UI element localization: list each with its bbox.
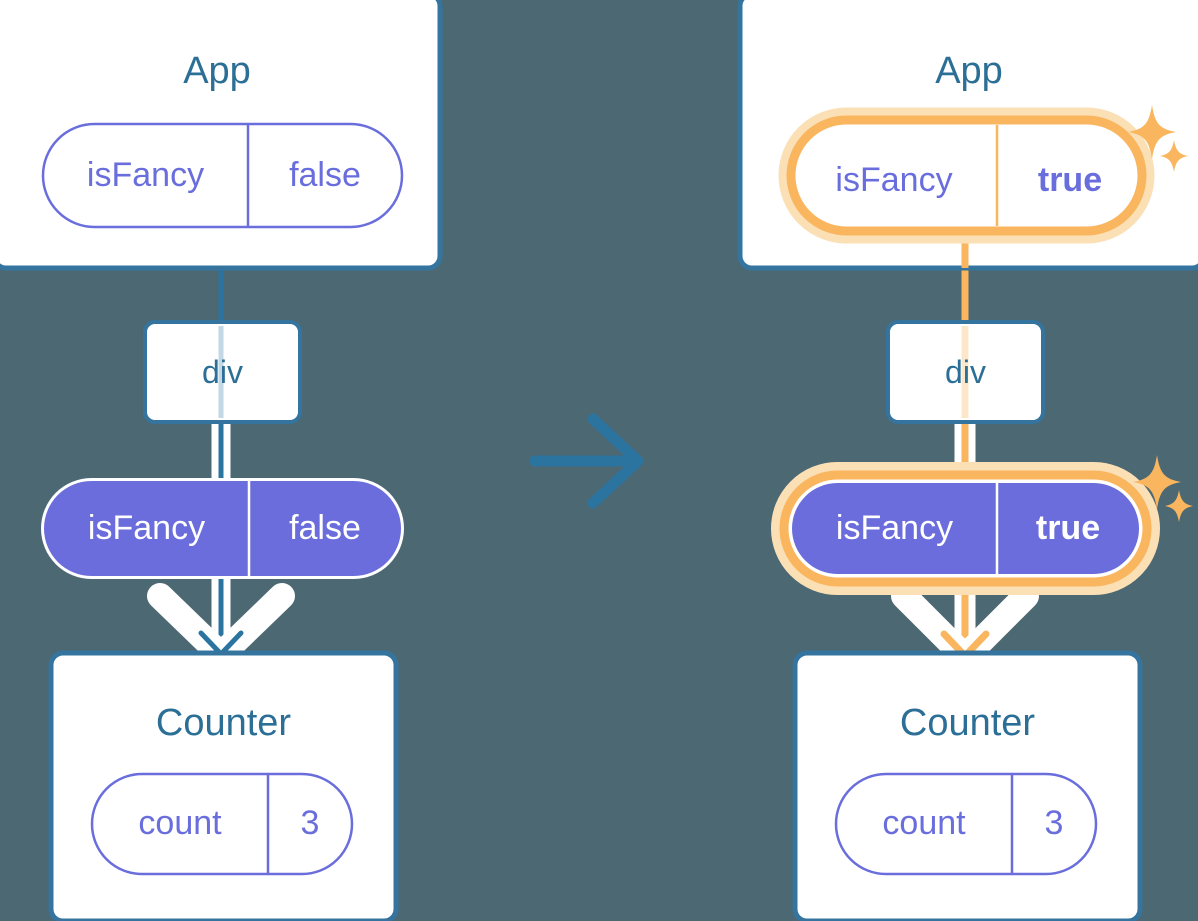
after-app-pill-value: true [1037,161,1103,199]
after-prop-pill-value: true [1035,509,1101,547]
sparkle-icon-prop [1133,455,1193,522]
after-counter-pill-key: count [882,804,966,842]
after-counter-pill-value: 3 [1044,804,1064,842]
before-app-pill [41,122,404,229]
after-flow-connectors [891,230,1039,670]
before-counter-pill [90,772,354,876]
before-counter-title: Counter [155,702,292,744]
after-div-box [886,320,1045,424]
after-prop-pill-key: isFancy [835,509,954,547]
after-app-title: App [935,50,1003,92]
after-prop-pill [771,462,1160,595]
arrow-right-icon [529,413,644,509]
before-prop-pill-value: false [289,509,361,547]
after-counter-pill [834,772,1098,876]
after-app-pill-key: isFancy [835,161,953,199]
before-prop-pill-key: isFancy [87,509,206,547]
before-div-label: div [202,354,243,390]
before-counter-pill-value: 3 [300,804,320,842]
before-prop-pill [41,478,404,579]
before-counter-pill-key: count [138,804,222,842]
sparkle-icon-app [1128,105,1188,172]
after-counter-title: Counter [899,702,1036,744]
before-flow-connectors [147,227,295,668]
after-app-pill [778,107,1155,244]
before-app-pill-value: false [289,156,361,194]
before-app-title: App [183,50,251,92]
before-app-pill-key: isFancy [86,156,205,194]
after-div-label: div [945,354,986,390]
before-div-box [143,320,302,424]
